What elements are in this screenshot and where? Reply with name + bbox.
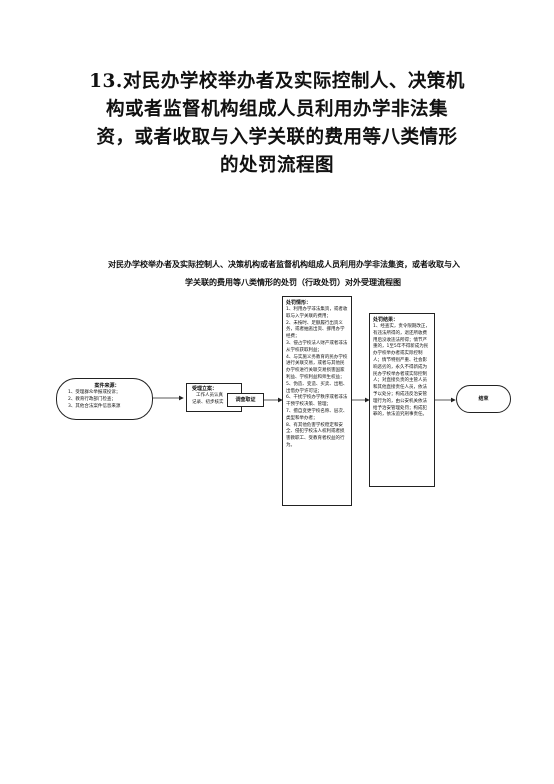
penalty-result-node: 处罚结果： 1、经查实，责令限期改正，有违法所得的，退还所收费用后没收违法所得；… <box>369 313 435 487</box>
penalty-result-title: 处罚结果： <box>373 317 399 323</box>
filing-line: 记录、初步核实 <box>192 399 224 405</box>
end-label: 结束 <box>478 395 489 402</box>
penalty-circumstance-item: 4、与实施义务教育的民办学校进行关联交易，或者与其他民办学校进行关联交易损害国家… <box>286 354 348 380</box>
case-source-title: 案件来源： <box>94 383 120 389</box>
penalty-circumstance-item: 5、伪造、变造、买卖、出租、出借办学许可证； <box>286 381 348 394</box>
penalty-result-item: 1、经查实，责令限期改正，有违法所得的，退还所收费用后没收违法所得；情节严重的，… <box>373 324 430 418</box>
flowchart-heading: 对民办学校举办者及实际控制人、决策机构或者监督机构组成人员利用办学非法集资，或者… <box>108 255 478 291</box>
case-source-line: 2、教育行政部门检查； <box>68 396 116 402</box>
penalty-circumstance-item: 6、干扰学校办学秩序或者非法干预学校决策、管理； <box>286 395 348 408</box>
title-line: 的处罚流程图 <box>219 155 334 176</box>
penalty-circumstance-item: 1、利用办学非法集资，或者收取与入学关联的费用； <box>286 307 348 319</box>
flowchart-heading-line: 学关联的费用等八类情形的处罚（行政处罚）对外受理流程图 <box>185 277 401 287</box>
penalty-circumstance-item: 2、未按时、足额履行出资义务，或者抽逃出资、挪用办学经费； <box>286 320 345 340</box>
penalty-circumstances-node: 处罚情形： 1、利用办学非法集资，或者收取与入学关联的费用； 2、未按时、足额履… <box>282 296 352 506</box>
case-source-line: 1、受理群众举报或投诉； <box>68 390 121 395</box>
filing-title: 受理立案： <box>192 386 218 392</box>
penalty-circumstance-item: 3、侵占学校法人财产或者非法从学校获取利益； <box>286 340 348 353</box>
page-title: 13.对民办学校举办者及实际控制人、决策机 构或者监督机构组成人员利用办学非法集… <box>60 68 494 180</box>
filing-line: 工作人员认真 <box>196 393 223 398</box>
title-line: 13.对民办学校举办者及实际控制人、决策机 <box>89 71 465 92</box>
case-source-node: 案件来源： 1、受理群众举报或投诉； 2、教育行政部门检查； 3、其他合法案件信… <box>56 378 153 420</box>
end-node: 结束 <box>456 385 511 413</box>
investigation-label: 调查取证 <box>235 396 256 403</box>
flowchart-heading-line: 对民办学校举办者及实际控制人、决策机构或者监督机构组成人员利用办学非法集资，或者… <box>108 259 460 269</box>
investigation-node: 调查取证 <box>227 393 264 407</box>
filing-node: 受理立案： 工作人员认真 记录、初步核实 <box>186 383 242 412</box>
penalty-circumstances-title: 处罚情形： <box>286 300 312 306</box>
penalty-circumstance-item: 8、有其他危害学校稳定和安全、侵犯学校法人权利或者损害教职工、受教育者权益的行为… <box>286 422 345 448</box>
case-source-line: 3、其他合法案件信息来源 <box>68 403 121 409</box>
title-line: 构或者监督机构组成人员利用办学非法集 <box>105 99 448 120</box>
title-line: 资，或者收取与入学关联的费用等八类情形 <box>96 127 458 148</box>
penalty-circumstance-item: 7、擅自变更学校名称、层次、类型和举办者； <box>286 408 348 421</box>
